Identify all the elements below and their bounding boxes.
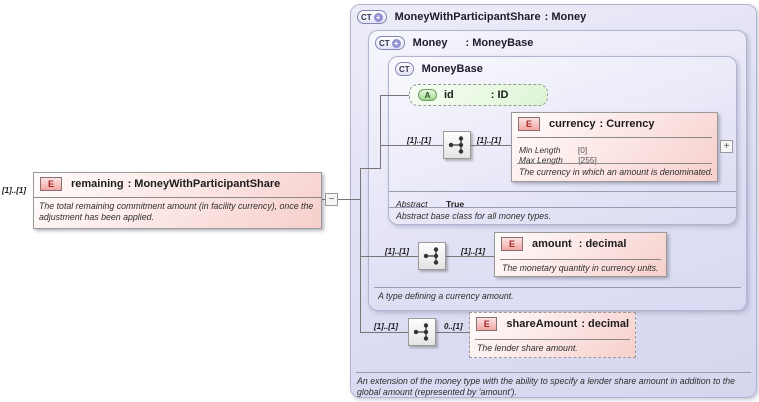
connector-line: [360, 332, 409, 333]
cardinality-shareamount: 0..[1]: [444, 322, 463, 331]
plus-icon: +: [373, 12, 383, 22]
sequence-icon[interactable]: [408, 318, 436, 346]
complextype-icon: CT+: [375, 36, 405, 50]
divider: [475, 339, 630, 340]
complextype-money-annotation: A type defining a currency amount.: [378, 291, 514, 301]
connector-line: [380, 145, 444, 146]
element-amount[interactable]: E amount : decimal The monetary quantity …: [494, 232, 667, 277]
abstract-facet-value: True: [445, 199, 465, 209]
divider: [517, 137, 712, 138]
complextype-badge-label: CT: [379, 38, 390, 48]
complextype-moneybase-name: MoneyBase: [421, 63, 483, 75]
complextype-moneybase-title: MoneyBase: [422, 63, 487, 75]
complextype-outer-basetype: : Money: [544, 11, 587, 23]
cardinality-sequence-amount: [1]..[1]: [385, 247, 409, 256]
element-icon: E: [476, 317, 498, 331]
element-currency-annotation: The currency in which an amount is denom…: [519, 167, 714, 177]
complextype-badge-label: CT: [361, 12, 372, 22]
facet-maxlength-value: [255]: [578, 155, 597, 165]
facet-minlength-label: Min Length: [519, 145, 561, 155]
complextype-outer-annotation: An extension of the money type with the …: [357, 376, 736, 397]
attribute-id-name: id: [444, 89, 454, 101]
divider: [517, 163, 712, 164]
connector-line: [445, 256, 494, 257]
abstract-facet-label: Abstract: [396, 199, 428, 209]
element-remaining-annotation: The total remaining commitment amount (i…: [39, 201, 314, 222]
element-currency-name: currency: [549, 118, 596, 130]
attribute-icon: A: [418, 89, 437, 101]
complextype-badge-label: CT: [399, 64, 410, 74]
element-currency[interactable]: E currency: Currency Min Length [0] Max …: [511, 112, 718, 182]
connector-line: [435, 332, 469, 333]
connector-line: [380, 95, 381, 169]
facet-maxlength-label: Max Length: [519, 155, 563, 165]
element-remaining-title: remaining: MoneyWithParticipantShare: [71, 178, 280, 190]
cardinality-currency: [1]..[1]: [477, 136, 501, 145]
complextype-money-name: Money: [412, 37, 448, 49]
collapse-toggle[interactable]: −: [325, 193, 338, 206]
connector-line: [380, 95, 410, 96]
element-shareamount-annotation: The lender share amount.: [477, 343, 578, 353]
connector-line: [360, 168, 361, 333]
divider: [500, 259, 661, 260]
attribute-id[interactable]: A id : ID: [409, 84, 548, 106]
complextype-icon: CT+: [357, 10, 387, 24]
element-remaining[interactable]: E remaining: MoneyWithParticipantShare T…: [33, 172, 322, 229]
attribute-id-type: : ID: [490, 89, 509, 101]
element-remaining-name: remaining: [71, 178, 124, 190]
cardinality-sequence-currency: [1]..[1]: [407, 136, 431, 145]
expand-toggle[interactable]: +: [720, 140, 733, 153]
element-amount-annotation: The monetary quantity in currency units.: [502, 263, 659, 273]
element-icon: E: [40, 177, 62, 191]
divider: [374, 287, 741, 288]
facet-minlength-value: [0]: [577, 145, 588, 155]
sequence-icon[interactable]: [443, 131, 471, 159]
element-amount-type: : decimal: [578, 238, 627, 250]
abstract-facet-row: Abstract True: [396, 194, 464, 212]
connector-line: [322, 199, 361, 200]
facet-row-maxlength: Max Length [255]: [519, 150, 597, 168]
plus-icon: +: [391, 38, 401, 48]
element-currency-type: : Currency: [599, 118, 655, 130]
sequence-icon[interactable]: [418, 242, 446, 270]
cardinality-amount: [1]..[1]: [461, 247, 485, 256]
complextype-outer-name: MoneyWithParticipantShare: [394, 11, 541, 23]
element-icon: E: [518, 117, 540, 131]
cardinality-sequence-shareamount: [1]..[1]: [374, 322, 398, 331]
complextype-moneybase-annotation: Abstract base class for all money types.: [396, 211, 551, 221]
facet-row-minlength: Min Length [0]: [519, 140, 587, 158]
element-amount-title: amount : decimal: [532, 238, 626, 250]
connector-line: [470, 145, 511, 146]
element-shareamount[interactable]: E shareAmount: decimal The lender share …: [469, 312, 636, 358]
divider: [34, 197, 321, 198]
complextype-icon: CT: [395, 62, 414, 76]
divider: [389, 191, 736, 192]
complextype-money-basetype: : MoneyBase: [465, 37, 534, 49]
connector-line: [360, 256, 419, 257]
element-shareamount-title: shareAmount: decimal: [506, 318, 629, 330]
divider: [389, 207, 736, 208]
element-currency-title: currency: Currency: [549, 118, 655, 130]
element-icon: E: [501, 237, 523, 251]
connector-line: [360, 168, 381, 169]
element-remaining-type: : MoneyWithParticipantShare: [127, 178, 281, 190]
element-shareamount-name: shareAmount: [506, 318, 578, 330]
divider: [356, 372, 751, 373]
element-shareamount-type: : decimal: [581, 318, 629, 330]
cardinality-remaining: [1]..[1]: [2, 186, 26, 195]
complextype-outer-title: MoneyWithParticipantShare: Money: [395, 11, 587, 23]
complextype-money-title: Money : MoneyBase: [413, 37, 534, 49]
element-amount-name: amount: [532, 238, 572, 250]
